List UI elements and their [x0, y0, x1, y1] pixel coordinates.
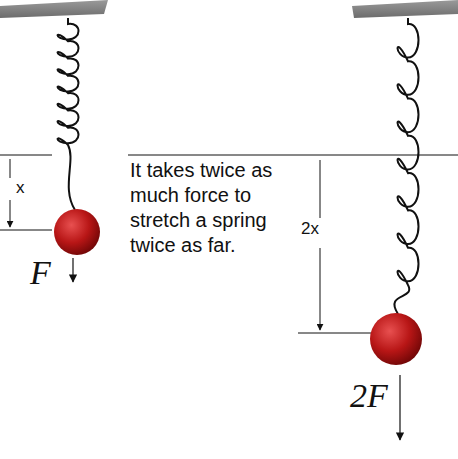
caption-note: It takes twice as much force to stretch … [130, 158, 282, 258]
dimension-line [320, 160, 321, 218]
reference-line [128, 155, 458, 156]
reference-line [0, 230, 52, 231]
dimension-arrow [320, 248, 321, 330]
force-arrow [399, 375, 400, 440]
dimension-arrow [10, 200, 11, 227]
force-label: F [30, 252, 51, 295]
coil-spring [394, 18, 418, 314]
reference-line [298, 333, 372, 334]
mass-ball [54, 209, 100, 255]
force-label: 2F [350, 375, 388, 418]
ceiling [0, 0, 108, 18]
dimension-line [10, 159, 11, 178]
dimension-label: x [15, 177, 26, 198]
ceiling [352, 0, 458, 18]
coil-spring [58, 18, 79, 210]
dimension-label: 2x [300, 218, 320, 239]
force-arrow [72, 258, 73, 282]
reference-line [0, 155, 52, 156]
mass-ball [370, 313, 422, 365]
